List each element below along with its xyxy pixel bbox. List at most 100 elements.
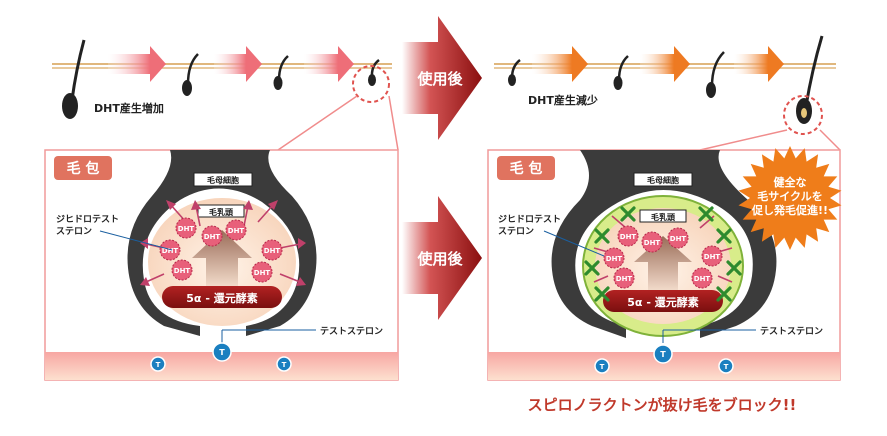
hair-tiny-icon (368, 59, 380, 86)
after-use-arrow-top: 使用後 (402, 16, 482, 140)
conclusion-caption: スピロノラクトンが抜け毛をブロック!! (528, 396, 797, 414)
dht-molecule: DHT (691, 267, 713, 289)
dht-molecule: DHT (667, 227, 689, 249)
testosterone-molecule: T (150, 356, 166, 372)
burst-line-1: 健全な (774, 175, 807, 189)
dht-molecule: DHT (617, 225, 639, 247)
dht-callout-line2: ステロン (498, 226, 534, 237)
svg-text:DHT: DHT (174, 267, 191, 275)
svg-text:DHT: DHT (644, 239, 661, 247)
recover-arrow-1 (532, 54, 572, 74)
conversion-arrow (192, 230, 252, 292)
after-use-arrow-bottom: 使用後 (402, 196, 482, 320)
enzyme-pill (603, 290, 723, 312)
hair-matrix-label: 毛母細胞 (207, 175, 239, 185)
testosterone-molecule: T (212, 342, 232, 362)
svg-text:T: T (660, 350, 666, 359)
left-follicle-panel: 毛 包 毛母細胞 毛乳頭 5α - 還元酵素 (44, 149, 399, 381)
block-x-icon (594, 228, 610, 244)
dht-callout-line (543, 230, 605, 257)
dht-molecule: DHT (159, 239, 181, 261)
after-use-label-bottom: 使用後 (416, 250, 463, 268)
svg-text:DHT: DHT (616, 275, 633, 283)
grow-arrow-2 (214, 54, 246, 74)
papilla-label: 毛乳頭 (209, 207, 234, 217)
enzyme-label: 5α - 還元酵素 (186, 291, 257, 305)
hair-tiny-icon (508, 59, 521, 86)
papilla-label: 毛乳頭 (651, 212, 676, 222)
dht-molecule: DHT (225, 219, 247, 241)
block-x-icon (584, 260, 600, 276)
zoom-line-right-2 (819, 129, 841, 151)
papilla-box (639, 209, 687, 223)
svg-text:DHT: DHT (606, 255, 623, 263)
svg-text:DHT: DHT (620, 233, 637, 241)
follicle-tag-text: 毛 包 (67, 160, 100, 177)
top-right-hair-row: DHT産生減少 (494, 35, 836, 135)
hair-large-icon (62, 39, 86, 119)
testosterone-molecule: T (276, 356, 292, 372)
zoom-line-left (277, 95, 358, 151)
dht-increase-label: DHT産生増加 (94, 101, 164, 115)
block-x-icon (594, 286, 610, 302)
grow-arrow-3 (304, 54, 338, 74)
dht-molecule: DHT (175, 217, 197, 239)
svg-text:DHT: DHT (704, 253, 721, 261)
svg-text:T: T (600, 363, 605, 371)
svg-text:DHT: DHT (254, 269, 271, 277)
burst-line-2: 毛サイクルを (757, 189, 822, 203)
dht-molecule: DHT (171, 259, 193, 281)
hair-medium-icon (182, 53, 199, 96)
dht-molecule: DHT (701, 245, 723, 267)
testosterone-molecule: T (653, 344, 673, 364)
svg-text:T: T (724, 363, 729, 371)
burst-line-3: 促し発毛促進!! (751, 203, 828, 217)
follicle-tag (497, 156, 555, 180)
testosterone-molecule: T (594, 358, 610, 374)
block-x-icon (698, 206, 714, 222)
svg-text:T: T (282, 361, 287, 369)
enzyme-label: 5α - 還元酵素 (627, 295, 698, 309)
dht-molecule: DHT (641, 231, 663, 253)
testosterone-callout: テストステロン (320, 326, 383, 337)
svg-text:DHT: DHT (694, 275, 711, 283)
hair-matrix-label: 毛母細胞 (647, 175, 679, 185)
hair-matrix-box (633, 172, 693, 187)
zoom-line-left-2 (388, 95, 399, 151)
dht-molecules: DHT DHT DHT DHT DHT DHT DHT (593, 215, 733, 289)
block-x-icons (584, 206, 742, 302)
hair-small-icon (273, 55, 289, 90)
svg-text:T: T (156, 361, 161, 369)
top-left-hair-row: DHT産生増加 (52, 39, 392, 119)
svg-text:DHT: DHT (670, 235, 687, 243)
highlight-circle-left (352, 65, 390, 103)
svg-text:DHT: DHT (178, 225, 195, 233)
hair-small-icon (613, 55, 629, 90)
block-x-icon (620, 206, 636, 222)
dht-callout-line1: ジヒドロテスト (56, 214, 119, 225)
hair-matrix-box (193, 172, 253, 187)
testosterone-callout: テストステロン (760, 326, 823, 337)
block-x-icon (716, 286, 732, 302)
dht-molecule: DHT (603, 247, 625, 269)
block-x-icon (716, 228, 732, 244)
recover-arrow-3 (734, 54, 768, 74)
follicle-tag-text: 毛 包 (510, 160, 543, 177)
dht-molecule: DHT (201, 225, 223, 247)
follicle-wall (551, 150, 777, 338)
papilla-box (197, 204, 245, 218)
highlight-circle-right (783, 95, 823, 135)
grow-arrow-1 (108, 54, 150, 74)
dht-molecule: DHT (613, 267, 635, 289)
dht-callout-line (99, 230, 173, 251)
svg-text:DHT: DHT (228, 227, 245, 235)
testosterone-molecule: T (718, 358, 734, 374)
recover-arrow-2 (640, 54, 674, 74)
dht-molecules: DHT DHT DHT DHT DHT DHT DHT (140, 200, 306, 286)
zoom-line-right (699, 129, 788, 151)
hair-large-icon (796, 35, 824, 124)
dht-molecule: DHT (261, 239, 283, 261)
follicle-tag (54, 156, 112, 180)
